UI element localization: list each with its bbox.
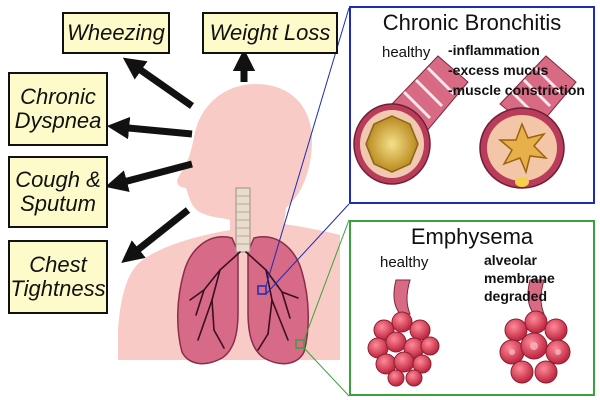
healthy-airway-drawing [353, 55, 469, 185]
symptom-cough-line1: Cough & [15, 166, 101, 192]
bronchitis-feature-inflammation: -inflammation [448, 42, 540, 58]
emphysema-panel [349, 220, 595, 396]
symptom-chest-line2: Tightness [10, 276, 106, 301]
healthy-alveoli-drawing [367, 279, 440, 387]
symptom-weight-loss-text: Weight Loss [209, 19, 331, 45]
lungs [177, 187, 309, 365]
degraded-alveoli-drawing [499, 279, 571, 384]
bronchitis-feature-mucus: -excess mucus [448, 62, 549, 78]
emphysema-healthy-label: healthy [380, 254, 429, 271]
emphysema-damage-line2: membrane [484, 270, 555, 286]
chronic-bronchitis-panel [349, 6, 595, 204]
symptom-cough-sputum: Cough & Sputum [8, 156, 108, 228]
emphysema-pointer [295, 219, 350, 397]
emphysema-title: Emphysema [410, 224, 534, 249]
bronchitis-pointer [257, 7, 350, 295]
symptom-dyspnea-line2: Dyspnea [14, 108, 102, 133]
arrow-cough [105, 160, 193, 192]
bronchitis-healthy-label: healthy [382, 44, 431, 61]
arrow-chest [121, 207, 191, 263]
symptom-dyspnea-line1: Chronic [20, 83, 96, 109]
arrow-wheezing [122, 57, 195, 109]
symptom-chest-line1: Chest [29, 251, 87, 277]
symptom-weight-loss: Weight Loss [202, 12, 338, 54]
symptom-chest-tightness: Chest Tightness [8, 240, 108, 314]
arrow-dyspnea [106, 116, 193, 140]
symptom-wheezing: Wheezing [62, 12, 170, 54]
symptom-cough-line2: Sputum [20, 191, 96, 216]
inflamed-airway-drawing [479, 55, 577, 189]
chronic-bronchitis-title: Chronic Bronchitis [382, 10, 562, 35]
emphysema-damage-line1: alveolar [484, 252, 537, 268]
symptom-chronic-dyspnea: Chronic Dyspnea [8, 72, 108, 146]
symptom-wheezing-text: Wheezing [67, 19, 165, 45]
symptom-arrows [105, 48, 256, 263]
bronchitis-feature-constriction: -muscle constriction [448, 82, 585, 98]
emphysema-damage-line3: degraded [484, 288, 548, 304]
